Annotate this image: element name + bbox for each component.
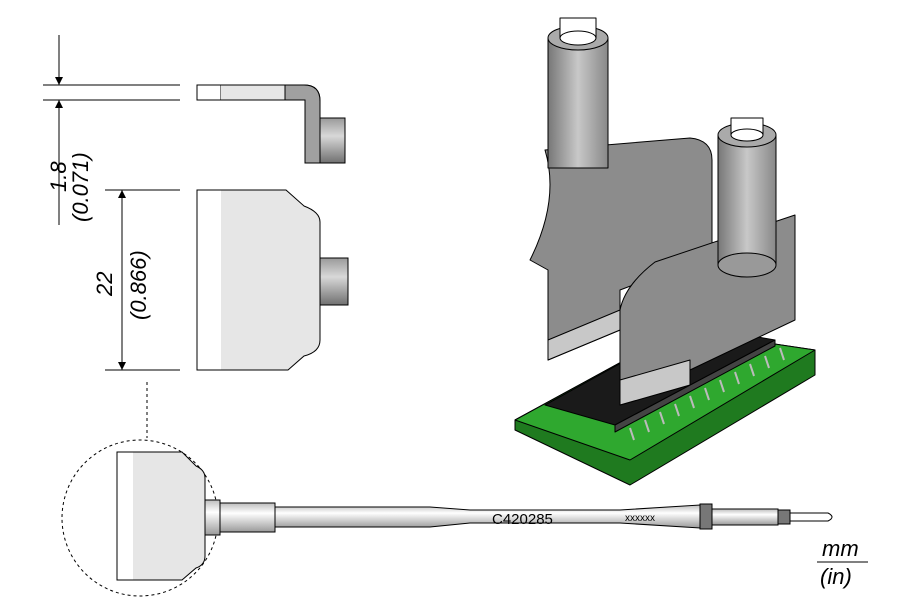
width-mm-label: 22 xyxy=(92,272,117,297)
tip-side-view xyxy=(196,84,346,164)
part-number-label: C420285 xyxy=(492,511,553,528)
width-dimension xyxy=(105,189,180,371)
thickness-mm-label: 1.8 xyxy=(46,161,71,192)
tip-3d-illustration xyxy=(514,17,816,486)
width-in-label: (0.866) xyxy=(126,250,151,320)
thickness-in-label: (0.071) xyxy=(68,152,93,222)
serial-placeholder-label: xxxxxx xyxy=(625,513,655,524)
tip-full-view xyxy=(116,451,833,581)
thickness-dimension xyxy=(43,35,180,225)
units-in-label: (in) xyxy=(820,564,852,589)
tip-front-view xyxy=(196,189,349,371)
units-mm-label: mm xyxy=(822,536,859,561)
